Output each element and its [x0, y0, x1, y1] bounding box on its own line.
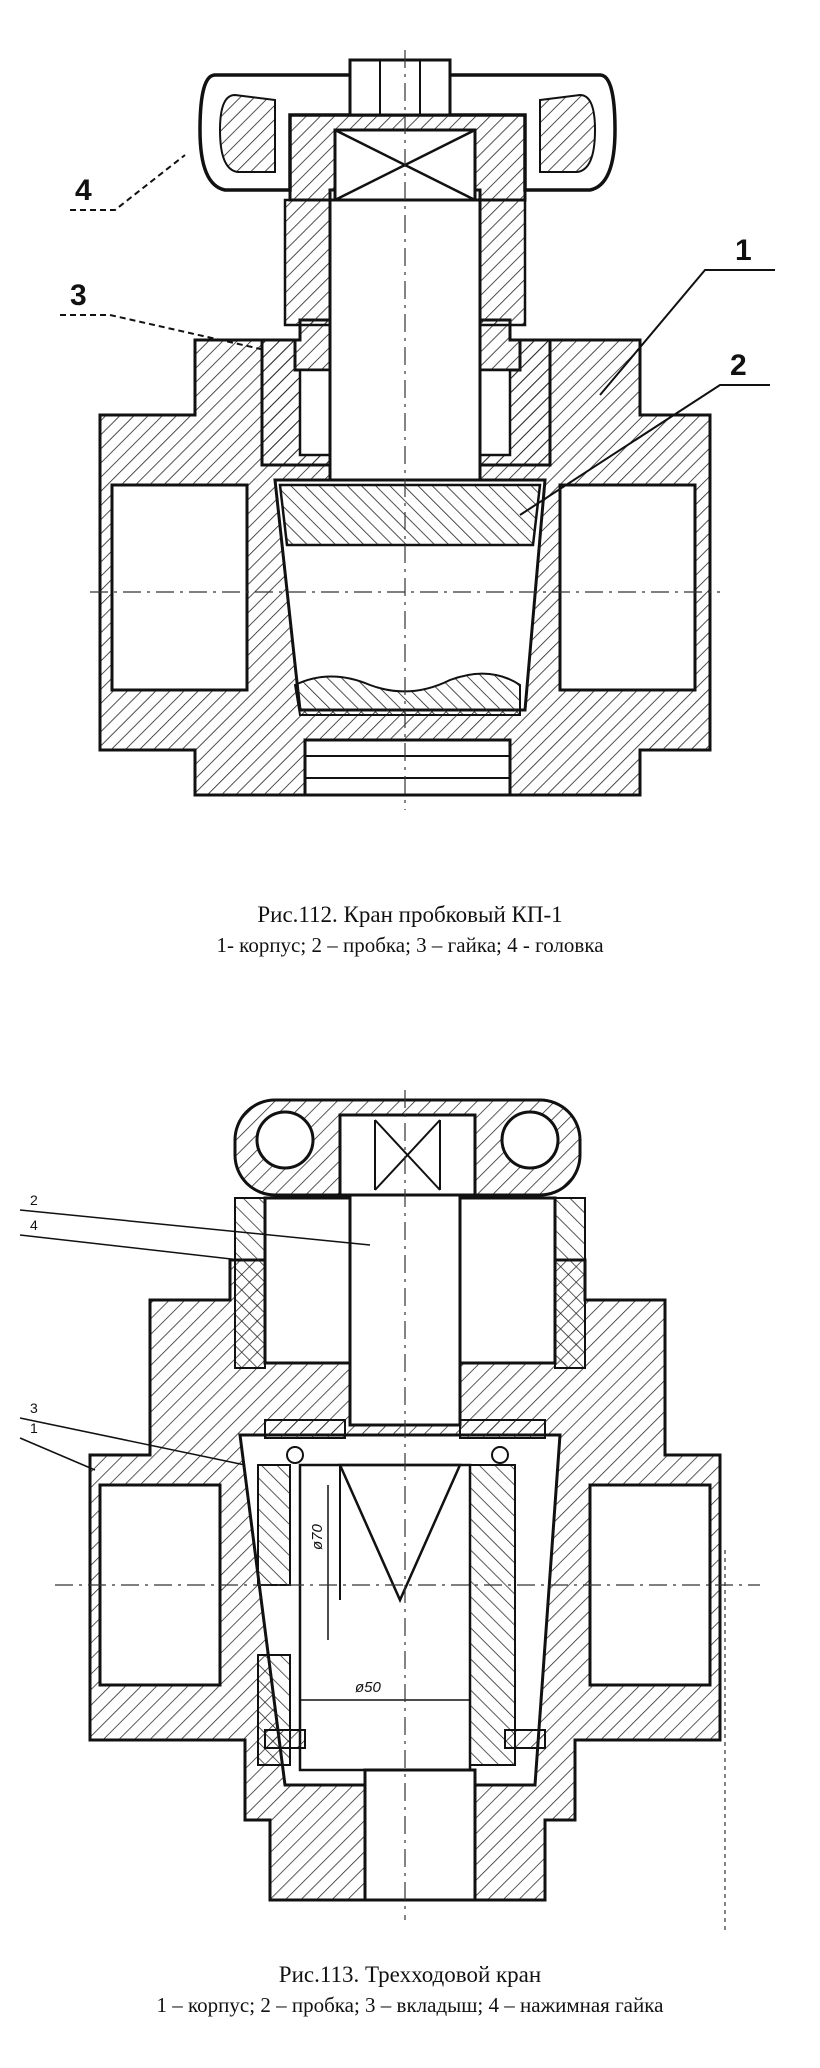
left-port	[110, 483, 249, 692]
right-port	[558, 483, 697, 692]
label-1-fig112: 1	[735, 234, 752, 267]
figure-113: ø50 ø70 2 4 3 1	[0, 1080, 820, 1940]
figure-112: 4 3 1 2	[0, 40, 820, 820]
stem	[328, 188, 482, 482]
caption-legend-fig113: 1 – корпус; 2 – пробка; 3 – вкладыш; 4 –…	[156, 1993, 664, 2017]
caption-title-fig113: Рис.113. Трехходовой кран	[278, 1962, 542, 1987]
label-3-fig112: 3	[70, 279, 87, 312]
dimension-d70: ø70	[309, 1523, 326, 1550]
caption-fig112: Рис.112. Кран пробковый КП-1 1- корпус; …	[0, 900, 820, 960]
plug-lower	[293, 672, 521, 716]
caption-title-fig112: Рис.112. Кран пробковый КП-1	[257, 902, 563, 927]
dimension-d50: ø50	[355, 1679, 382, 1696]
top-bolt	[348, 58, 452, 117]
label-4-fig113: 4	[30, 1217, 38, 1233]
valve-drawing-3way: ø50 ø70 2 4 3 1	[19, 1090, 760, 1930]
label-2-fig112: 2	[730, 349, 747, 382]
bottom-nut	[303, 738, 512, 797]
plug	[278, 483, 542, 547]
label-3-fig113: 3	[30, 1400, 38, 1416]
caption-legend-fig112: 1- корпус; 2 – пробка; 3 – гайка; 4 - го…	[216, 933, 604, 957]
caption-fig113: Рис.113. Трехходовой кран 1 – корпус; 2 …	[0, 1960, 820, 2020]
label-1-fig113: 1	[30, 1420, 38, 1436]
label-2-fig113: 2	[30, 1192, 38, 1208]
label-4-fig112: 4	[75, 174, 92, 207]
valve-drawing-kp1: 4 3 1 2	[60, 50, 775, 810]
